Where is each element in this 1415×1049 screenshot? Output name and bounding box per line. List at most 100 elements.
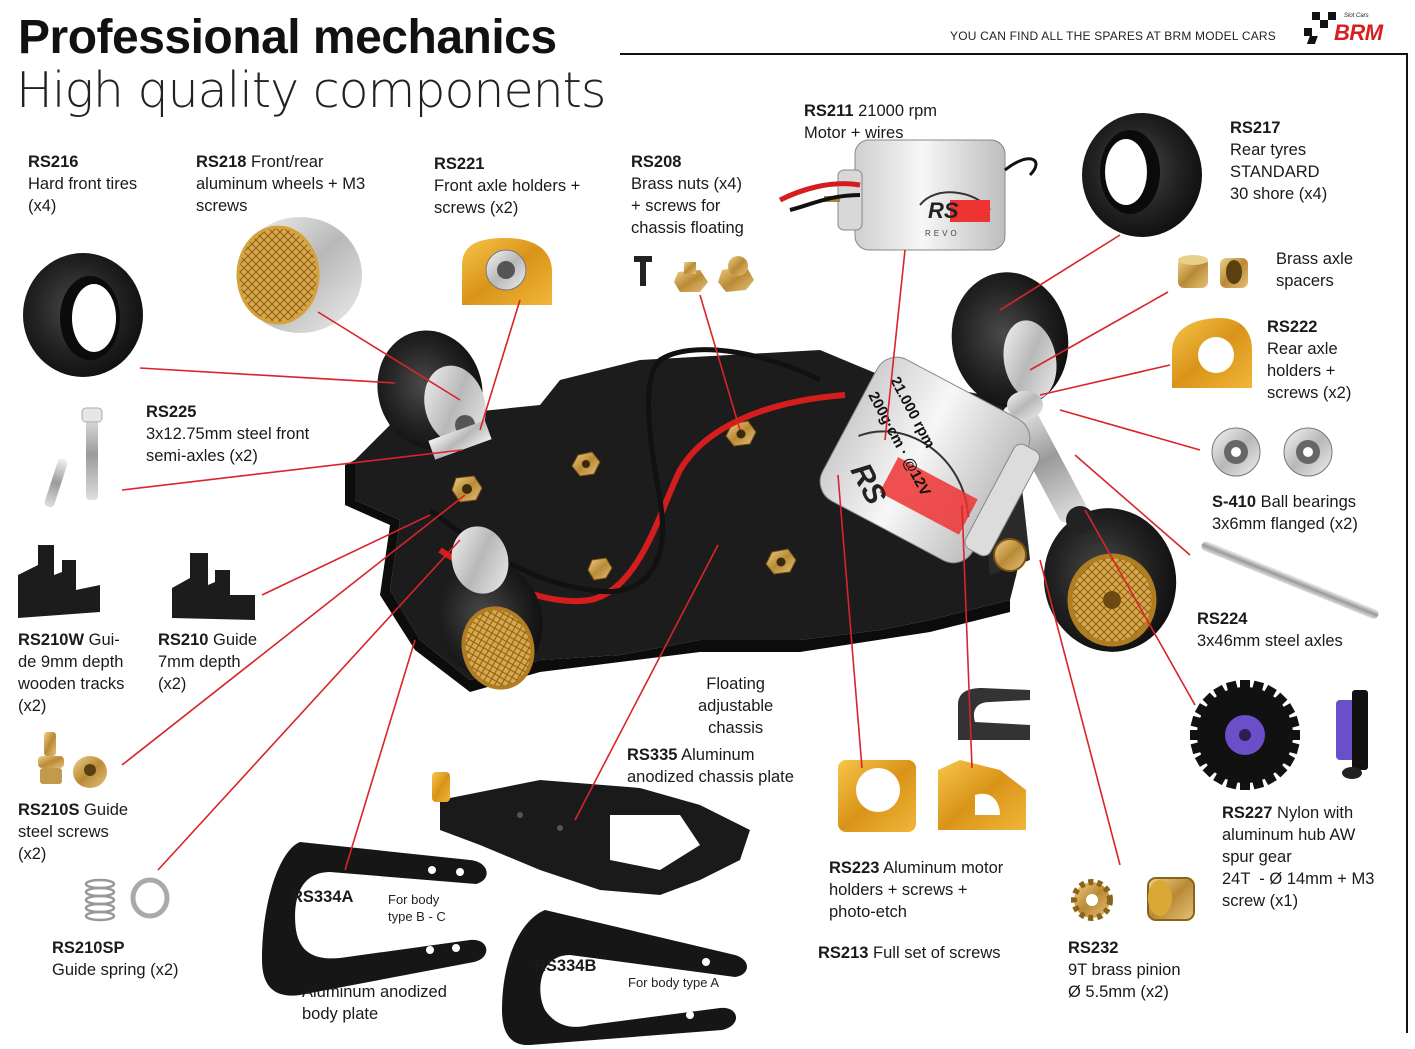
- label-desc: Rear tyres STANDARD 30 shore (x4): [1230, 141, 1328, 203]
- rs222-holder-image: [1172, 318, 1252, 388]
- label-desc: Motor + wires: [804, 124, 904, 142]
- label-code: RS210S: [18, 801, 80, 819]
- label-inline: Gui-: [84, 631, 120, 649]
- page-subtitle: High quality components: [16, 62, 606, 119]
- label-inline: Aluminum motor: [879, 859, 1004, 877]
- label-rs227: RS227 Nylon with aluminum hub AW spur ge…: [1222, 802, 1374, 912]
- rs335-chassis-plate-image: [432, 772, 750, 895]
- label-inline: Nylon with: [1272, 804, 1354, 822]
- label-s410: S-410 Ball bearings 3x6mm flanged (x2): [1212, 491, 1358, 535]
- note-rs334a: For body type B - C: [388, 892, 446, 924]
- rs210s-screws-image: [38, 732, 107, 788]
- label-code: RS217: [1230, 119, 1281, 137]
- label-inline: Full set of screws: [868, 944, 1001, 962]
- label-code: RS210W: [18, 631, 85, 649]
- chassis-hex-nuts: [451, 420, 797, 581]
- label-rs210: RS210 Guide 7mm depth (x2): [158, 629, 257, 695]
- label-rs216: RS216 Hard front tires (x4): [28, 151, 137, 217]
- rs217-tire-image: [1082, 113, 1202, 237]
- rs210sp-springs-image: [84, 877, 170, 922]
- label-desc: Brass axle spacers: [1276, 250, 1354, 290]
- label-code: RS222: [1267, 318, 1318, 336]
- rs334a-body-plate-image: [262, 842, 487, 996]
- label-brass-spacers: Brass axle spacers: [1276, 248, 1353, 292]
- main-motor: [819, 356, 1041, 564]
- label-inline: Ball bearings: [1256, 493, 1357, 511]
- label-code: RS335: [627, 746, 678, 764]
- label-code: RS224: [1197, 610, 1248, 628]
- label-rs335: RS335 Aluminum anodized chassis plate: [627, 744, 794, 788]
- front-right-wheel: [437, 526, 543, 690]
- label-rs210w: RS210W Gui- de 9mm depth wooden tracks (…: [18, 629, 124, 717]
- label-desc: 3x46mm steel axles: [1197, 632, 1343, 650]
- side-rule: [1406, 53, 1408, 1033]
- label-desc: steel screws (x2): [18, 823, 109, 863]
- rs211-motor-logo: RS: [928, 198, 959, 223]
- label-code: RS225: [146, 403, 197, 421]
- label-code: S-410: [1212, 493, 1257, 511]
- label-rs221: RS221 Front axle holders + screws (x2): [434, 153, 580, 219]
- rear-top-wheel: [951, 272, 1069, 408]
- rs211-motor-image: [778, 139, 1038, 251]
- label-desc: Rear axle holders + screws (x2): [1267, 340, 1352, 402]
- label-code: RS227: [1222, 804, 1273, 822]
- label-rs225: RS225 3x12.75mm steel front semi-axles (…: [146, 401, 309, 467]
- label-body-plate: Aluminum anodized body plate: [302, 981, 447, 1025]
- label-rs334a: RS334A: [291, 886, 353, 908]
- label-inline: Front/rear: [246, 153, 324, 171]
- label-rs211: RS211 21000 rpm Motor + wires: [804, 100, 937, 144]
- leader-lines: [121, 234, 1201, 871]
- label-rs232: RS232 9T brass pinion Ø 5.5mm (x2): [1068, 937, 1181, 1003]
- rs232-pinions-image: [1071, 877, 1195, 921]
- rs216-tire-image: [23, 253, 143, 377]
- label-rs222: RS222 Rear axle holders + screws (x2): [1267, 316, 1351, 404]
- label-rs218: RS218 Front/rear aluminum wheels + M3 sc…: [196, 151, 365, 217]
- brand-logo-text: BRM: [1334, 20, 1383, 45]
- label-rs224: RS224 3x46mm steel axles: [1197, 608, 1343, 652]
- label-desc: 9T brass pinion Ø 5.5mm (x2): [1068, 961, 1181, 1001]
- label-rs217: RS217 Rear tyres STANDARD 30 shore (x4): [1230, 117, 1327, 205]
- brm-logo-mark: [1304, 12, 1336, 44]
- rs224-axle-image: [1201, 541, 1379, 619]
- label-code: RS221: [434, 155, 485, 173]
- label-rs210s: RS210S Guide steel screws (x2): [18, 799, 128, 865]
- label-desc: 7mm depth (x2): [158, 653, 241, 693]
- label-desc: aluminum hub AW spur gear 24T - Ø 14mm +…: [1222, 826, 1375, 910]
- label-desc: anodized chassis plate: [627, 768, 794, 786]
- brass-spacers-image: [1178, 255, 1248, 288]
- note-rs334b: For body type A: [628, 975, 720, 990]
- rs211-motor-logo-sub: REVO: [925, 229, 960, 238]
- s410-bearings-image: [1211, 427, 1333, 477]
- rs218-wheel-image: [236, 217, 362, 333]
- label-desc: Brass nuts (x4) + screws for chassis flo…: [631, 175, 744, 237]
- label-code: RS334B: [534, 957, 597, 975]
- label-desc: holders + screws + photo-etch: [829, 881, 968, 921]
- label-rs213: RS213 Full set of screws: [818, 942, 1001, 964]
- label-code: RS210SP: [52, 939, 125, 957]
- label-code: RS211: [804, 102, 854, 120]
- label-rs208: RS208 Brass nuts (x4) + screws for chass…: [631, 151, 744, 239]
- label-desc: de 9mm depth wooden tracks (x2): [18, 653, 125, 715]
- label-code: RS216: [28, 153, 79, 171]
- label-rs334b: RS334B: [534, 955, 596, 977]
- label-inline: 21000 rpm: [853, 102, 938, 120]
- rs210-guide-image: [172, 553, 255, 620]
- label-desc: Aluminum anodized body plate: [302, 983, 447, 1023]
- label-desc: 3x6mm flanged (x2): [1212, 515, 1358, 533]
- label-code: RS213: [818, 944, 869, 962]
- label-code: RS232: [1068, 939, 1119, 957]
- page-title: Professional mechanics: [18, 11, 557, 64]
- label-desc: Hard front tires (x4): [28, 175, 138, 215]
- brand-tagline: YOU CAN FIND ALL THE SPARES AT BRM MODEL…: [950, 29, 1276, 43]
- rs223-motor-holders-image: [838, 688, 1030, 832]
- label-desc: Guide spring (x2): [52, 961, 179, 979]
- label-desc: Front axle holders + screws (x2): [434, 177, 581, 217]
- label-code: RS334A: [291, 888, 354, 906]
- label-code: RS218: [196, 153, 247, 171]
- rs210w-guide-image: [18, 545, 100, 618]
- label-rs223: RS223 Aluminum motor holders + screws + …: [829, 857, 1003, 923]
- label-desc: 3x12.75mm steel front semi-axles (x2): [146, 425, 310, 465]
- rs227-spur-gear-image: [1190, 680, 1368, 790]
- label-floating-chassis: Floating adjustable chassis: [698, 673, 773, 739]
- label-code: RS208: [631, 153, 682, 171]
